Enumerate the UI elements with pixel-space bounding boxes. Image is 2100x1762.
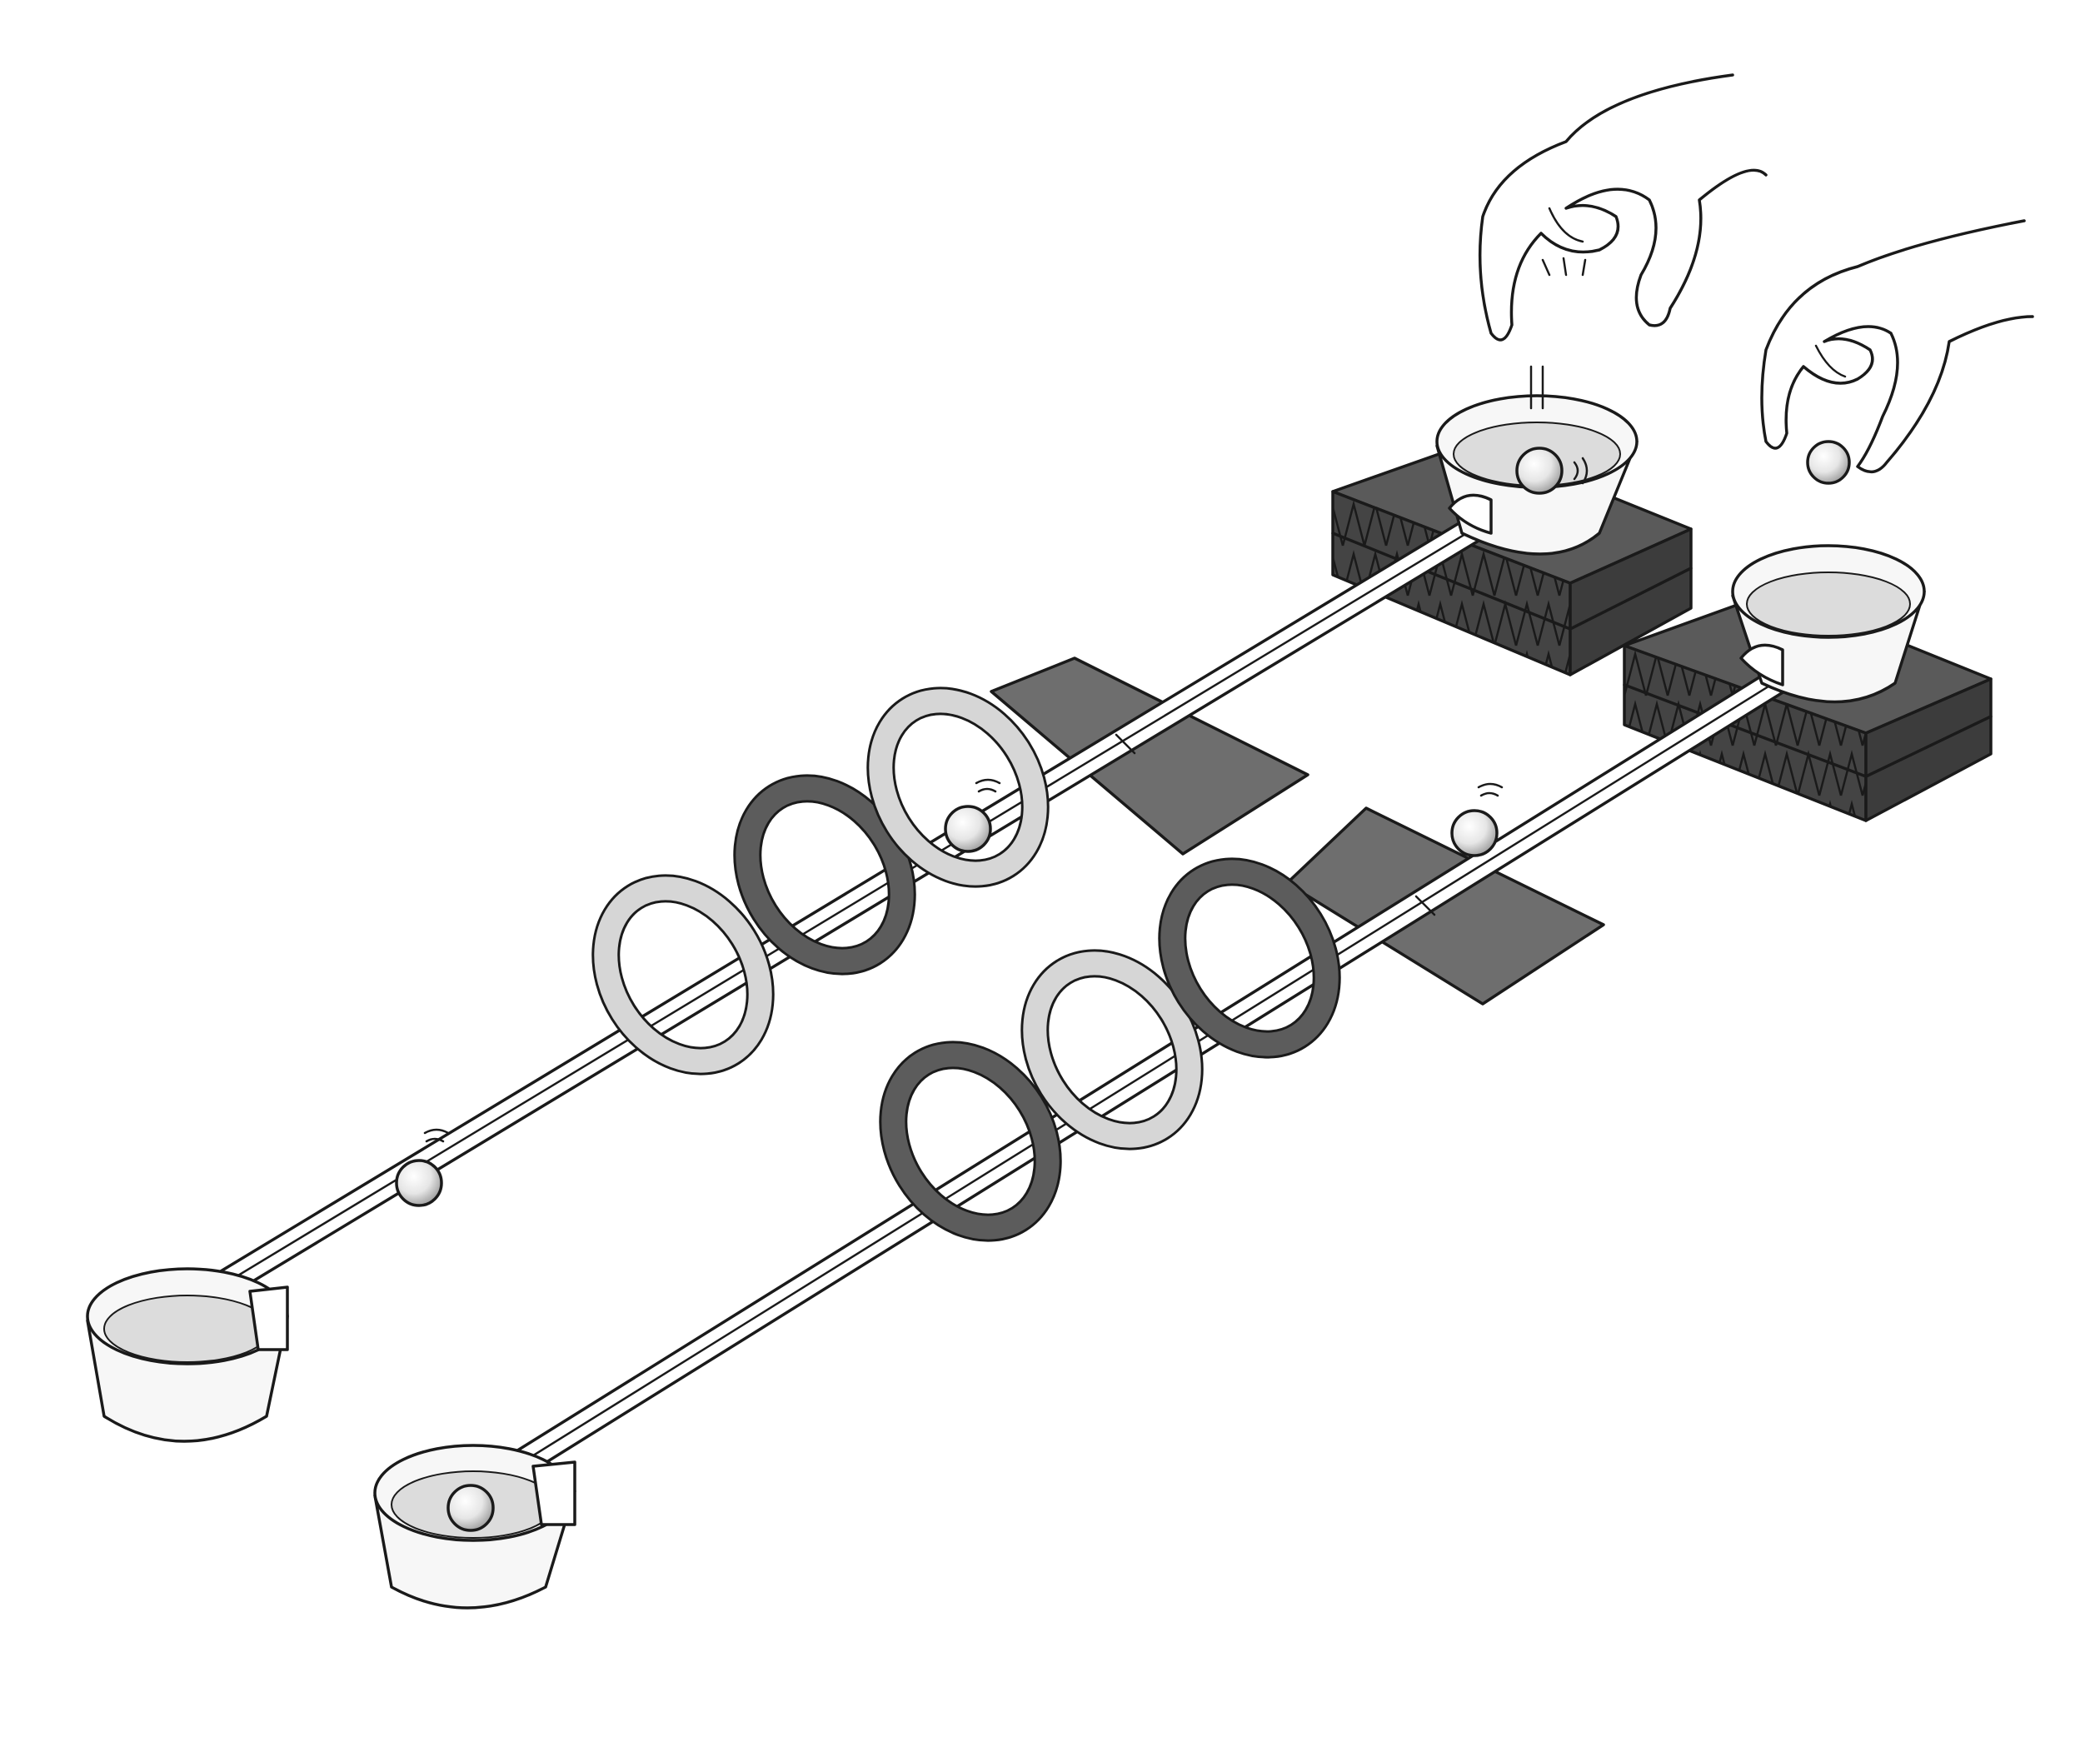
right-track-ring-dark-2 xyxy=(1158,857,1341,1059)
right-hand-icon xyxy=(1760,219,2034,474)
left-track-ring-dark xyxy=(733,774,916,976)
start-cup-right xyxy=(1731,544,1926,704)
right-track-ring-dark-1 xyxy=(879,1041,1062,1242)
left-track-ring-light-2 xyxy=(866,686,1050,888)
ball-in-end-cup-right xyxy=(446,1484,495,1532)
end-cup-right xyxy=(373,1444,576,1610)
left-track-ring-light-1 xyxy=(591,874,775,1076)
support-pad-left xyxy=(990,656,1309,856)
support-pad-right xyxy=(1285,806,1605,1006)
ball-left-track-lower xyxy=(395,1159,443,1207)
ball-in-start-cup-left xyxy=(1515,447,1564,495)
ball-held-right-hand xyxy=(1806,440,1851,485)
ball-left-track-upper xyxy=(944,805,992,853)
end-cup-left xyxy=(86,1267,289,1443)
motion-marks xyxy=(423,257,1589,1143)
ball-right-track xyxy=(1450,809,1499,857)
right-track-ring-light xyxy=(1020,949,1204,1151)
left-hand-icon xyxy=(1478,73,1768,342)
